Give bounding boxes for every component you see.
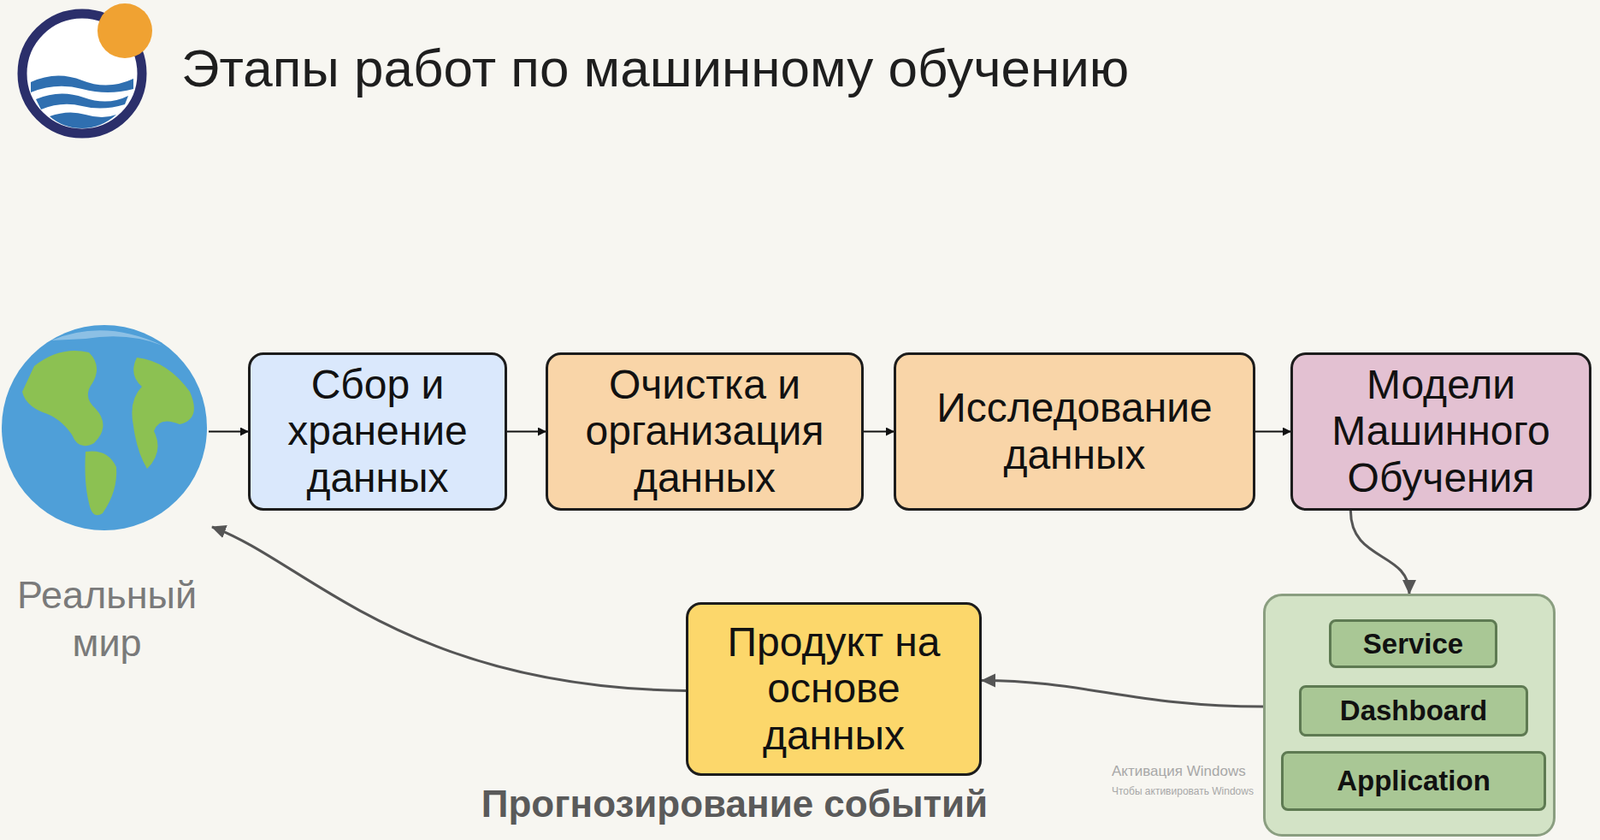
output-box: Application [1281,750,1547,811]
process-box: Очистка и организация данных [545,352,864,511]
logo [22,3,153,134]
node-label: Application [1336,764,1491,798]
flow-arrow [507,430,546,433]
watermark: Активация Windows [1111,762,1246,780]
output-box: Dashboard [1298,684,1529,737]
output-group: ServiceDashboardApplication [1263,593,1556,837]
node-label: Service [1363,627,1464,661]
output-box: Service [1328,619,1498,668]
flow-arrow [212,526,686,691]
node-label: Модели Машинного Обучения [1301,361,1581,502]
node-label: Сбор и хранение данных [259,361,496,502]
product-box: Продукт на основе данных [685,602,982,776]
node-label: Продукт на основе данных [696,619,971,759]
flow-arrow [1350,510,1410,594]
page-title: Этапы работ по машинному обучению [181,37,1129,99]
globe-node: Реальный мир [0,321,214,673]
node-label: Dashboard [1340,694,1488,727]
flow-arrow [1255,430,1291,433]
watermark: Чтобы активировать Windows [1111,785,1254,798]
process-box: Сбор и хранение данных [247,352,508,511]
flow-arrow [981,680,1264,708]
node-label: Исследование данных [904,384,1245,478]
node-label: Очистка и организация данных [556,361,853,502]
globe-illustration [0,323,209,532]
node-caption: Реальный мир [5,571,208,674]
caption-label: Прогнозирование событий [481,782,988,826]
flow-arrow [208,430,248,433]
flow-arrow [863,430,894,433]
process-box: Исследование данных [893,352,1256,511]
process-box: Модели Машинного Обучения [1290,352,1592,511]
